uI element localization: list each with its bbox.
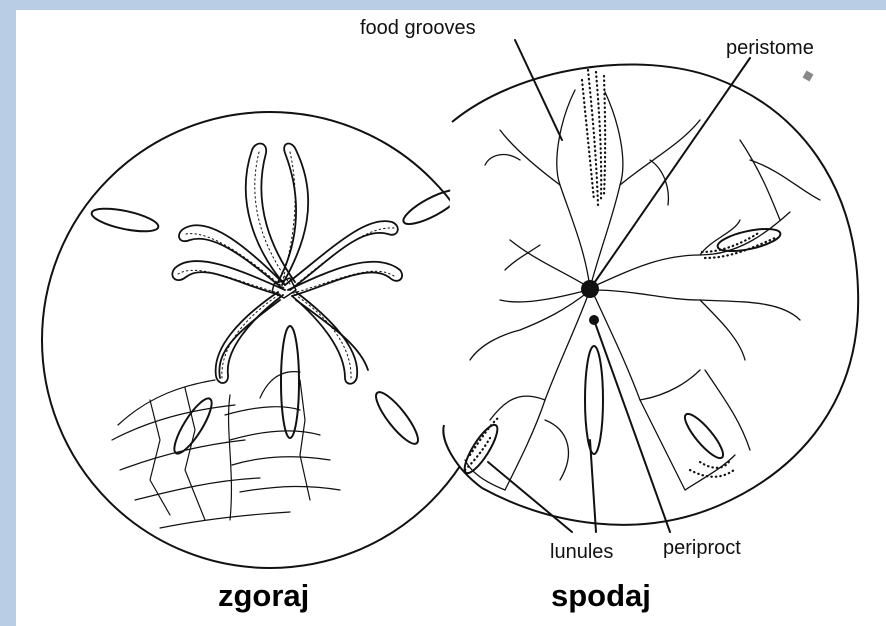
label-food-grooves: food grooves xyxy=(360,17,476,39)
sand-dollar-diagram: food grooves peristome lunules periproct… xyxy=(16,10,886,626)
label-periproct: periproct xyxy=(663,537,741,559)
top-view-test xyxy=(42,112,498,568)
label-lunules: lunules xyxy=(550,541,613,563)
label-peristome: peristome xyxy=(726,37,814,59)
diagram-canvas: food grooves peristome lunules periproct… xyxy=(16,10,886,626)
caption-top-view: zgoraj xyxy=(218,578,309,613)
caption-bottom-view: spodaj xyxy=(551,578,651,613)
scan-artifact xyxy=(803,71,814,82)
bottom-view-test xyxy=(443,65,858,525)
